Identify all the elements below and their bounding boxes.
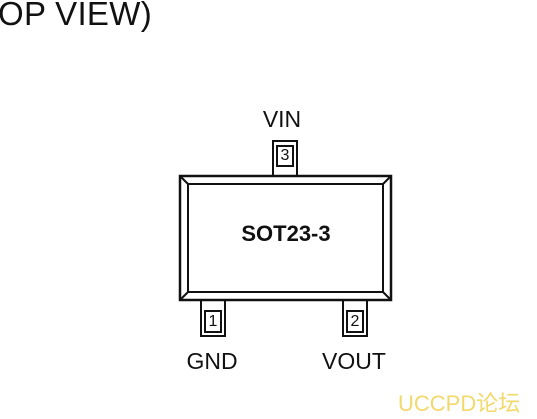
bevel-top-right [382,175,392,185]
pin-3-number-box [276,145,294,167]
pin-2-number-box [346,310,364,333]
pin-1-number: 1 [208,313,218,330]
package-name: SOT23-3 [241,221,331,246]
pin-2-number: 2 [350,313,360,330]
watermark: UCCPD论坛 [398,391,521,416]
pin-label-vout: VOUT [322,348,386,374]
pin-label-gnd: GND [186,348,238,374]
bevel-bottom-left [179,291,189,301]
bevel-top-left [179,175,189,185]
page-title: OP VIEW) [0,0,152,32]
pin-label-vin: VIN [262,106,302,132]
package-body-inner [187,183,384,293]
pin-3-number: 3 [280,147,290,164]
pin-1-number-box [204,310,222,333]
bevel-bottom-right [382,291,392,301]
